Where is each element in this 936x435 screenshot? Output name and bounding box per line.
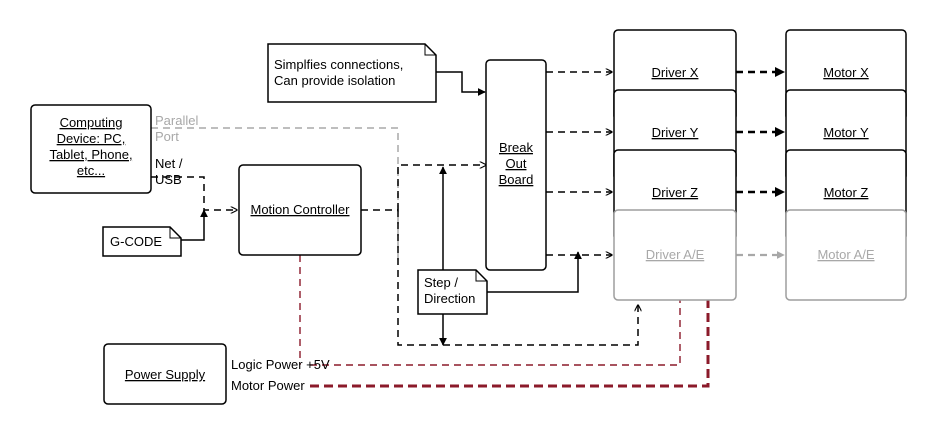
simplifies-line-1: Simplfies connections, <box>274 57 403 72</box>
breakout-label-2: Out <box>506 156 527 171</box>
gcode-label: G-CODE <box>110 234 162 249</box>
net-usb-label-2: USB <box>155 172 182 187</box>
controller-to-breakout-connector <box>397 165 486 210</box>
breakout-label-3: Board <box>499 172 534 187</box>
breakout-board-node: Break Out Board <box>485 59 547 271</box>
motor-z-label: Motor Z <box>824 185 869 200</box>
gcode-note: G-CODE <box>102 226 182 257</box>
controller-loop-connector <box>397 210 638 346</box>
motor-power-line <box>310 297 710 388</box>
gcode-connector <box>181 209 208 241</box>
motor-ae-node: Motor A/E <box>785 209 907 301</box>
logic-power-line <box>299 255 681 366</box>
motion-controller-label: Motion Controller <box>251 202 351 217</box>
net-usb-label-1: Net / <box>155 156 183 171</box>
driver-ae-label: Driver A/E <box>646 247 705 262</box>
net-usb-connector <box>151 176 237 210</box>
driver-z-label: Driver Z <box>652 185 698 200</box>
simplifies-note-connector <box>436 71 486 96</box>
computing-device-label-2: Device: PC, <box>57 131 126 146</box>
driver-ae-node: Driver A/E <box>613 209 737 301</box>
driver-y-label: Driver Y <box>652 125 699 140</box>
motor-y-label: Motor Y <box>823 125 869 140</box>
computing-device-label-3: Tablet, Phone, <box>49 147 132 162</box>
computing-device-node: Computing Device: PC, Tablet, Phone, etc… <box>30 104 152 194</box>
computing-device-label-4: etc... <box>77 163 105 178</box>
step-direction-note: Step / Direction <box>417 269 488 315</box>
computing-device-label-1: Computing <box>60 115 123 130</box>
motion-controller-node: Motion Controller <box>238 164 362 256</box>
step-direction-connector <box>487 251 582 293</box>
motor-ae-label: Motor A/E <box>817 247 874 262</box>
parallel-port-connector <box>151 127 399 260</box>
step-direction-line-2: Direction <box>424 291 475 306</box>
breakout-label-1: Break <box>499 140 533 155</box>
step-direction-line-1: Step / <box>424 275 458 290</box>
motor-x-label: Motor X <box>823 65 869 80</box>
driver-x-label: Driver X <box>652 65 699 80</box>
logic-power-label: Logic Power +5V <box>231 357 330 372</box>
motor-power-label: Motor Power <box>231 378 305 393</box>
simplifies-note: Simplfies connections, Can provide isola… <box>267 43 437 103</box>
parallel-port-label-2: Port <box>155 129 179 144</box>
simplifies-line-2: Can provide isolation <box>274 73 395 88</box>
power-supply-label: Power Supply <box>125 367 206 382</box>
parallel-port-label-1: Parallel <box>155 113 198 128</box>
power-supply-node: Power Supply <box>103 343 227 405</box>
